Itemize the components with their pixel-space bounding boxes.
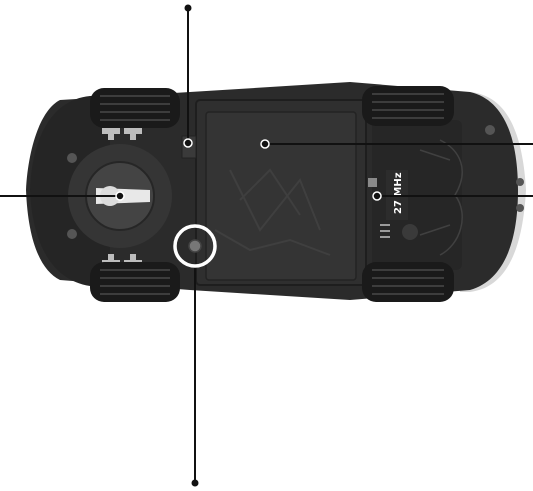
wheel-rear-bottom bbox=[90, 262, 180, 302]
dot-callout-icon-screw-end bbox=[191, 479, 199, 487]
screw bbox=[188, 239, 202, 253]
rear-screw-top bbox=[67, 153, 77, 163]
front-screw-bottom bbox=[516, 204, 524, 212]
dot-callout-icon-power-switch bbox=[184, 4, 192, 12]
rear-screw-bottom bbox=[67, 229, 77, 239]
wheel-rear-top bbox=[90, 88, 180, 128]
front-screw-mid bbox=[516, 178, 524, 186]
front-screw-top bbox=[485, 125, 495, 135]
wheel-front-bottom bbox=[362, 262, 454, 302]
frequency-label-text: 27 MHz bbox=[393, 172, 404, 214]
battery-compartment bbox=[205, 111, 357, 281]
dot-callout-icon-frequency-label bbox=[372, 191, 382, 201]
recycle-symbol bbox=[380, 224, 390, 238]
plate-embossing bbox=[214, 168, 331, 256]
ring-callout-icon bbox=[173, 224, 217, 268]
callout-lines bbox=[0, 8, 533, 483]
dot-callout-icon-power-switch-end bbox=[183, 138, 193, 148]
dot-callout-icon-steering-wheel-control bbox=[115, 191, 125, 201]
wheel-front-top bbox=[362, 86, 454, 126]
small-square-marker bbox=[368, 178, 377, 187]
front-tab bbox=[402, 224, 418, 240]
dot-callout-icon-battery-compartment bbox=[260, 139, 270, 149]
